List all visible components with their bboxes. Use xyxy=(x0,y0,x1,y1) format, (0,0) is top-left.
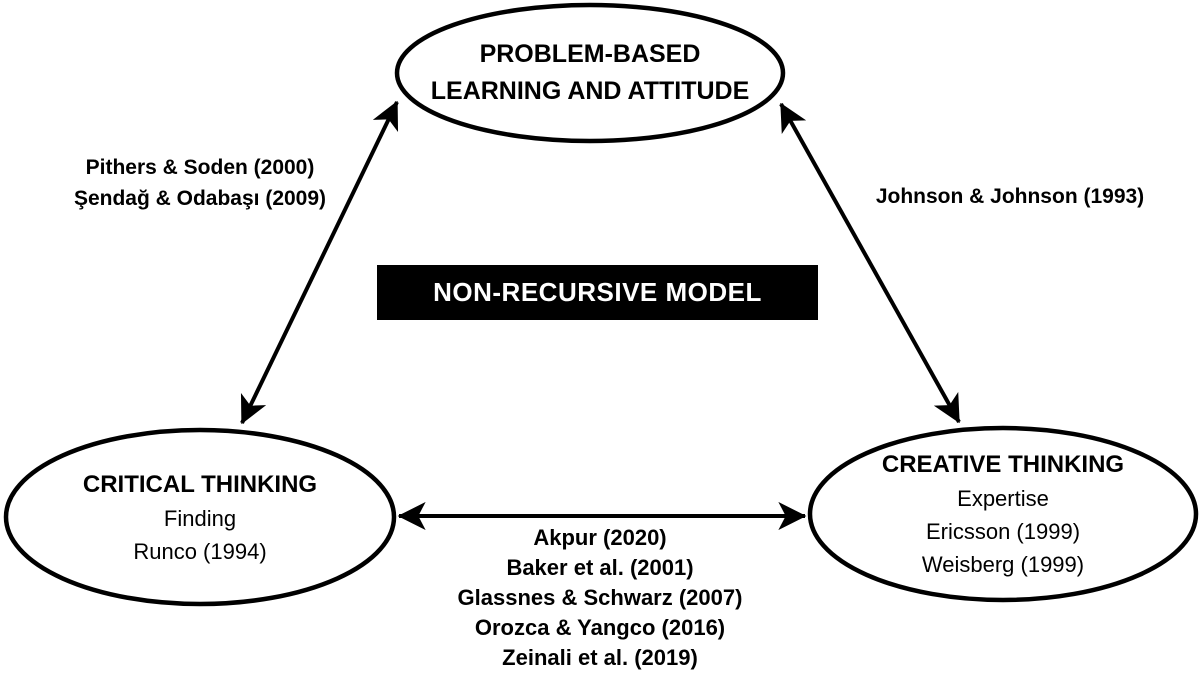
edge-label-bottom: Akpur (2020) Baker et al. (2001) Glassne… xyxy=(400,523,800,673)
edge-label-bottom-line3: Glassnes & Schwarz (2007) xyxy=(457,585,743,610)
edge-label-bottom-line1: Akpur (2020) xyxy=(533,525,667,550)
edge-label-top-left-line1: Pithers & Soden (2000) xyxy=(85,156,315,179)
edge-label-bottom-line2: Baker et al. (2001) xyxy=(506,555,694,580)
creative-thinking-subline: Expertise xyxy=(957,486,1049,511)
arrow-top-to-critical xyxy=(240,100,399,425)
non-recursive-model-box: NON-RECURSIVE MODEL xyxy=(377,265,818,320)
non-recursive-model-label: NON-RECURSIVE MODEL xyxy=(433,277,762,307)
edge-label-top-left-line2: Şendağ & Odabaşı (2009) xyxy=(73,187,327,210)
top-node-ellipse xyxy=(394,2,786,144)
critical-thinking-title: CRITICAL THINKING xyxy=(82,470,318,498)
top-node-label: PROBLEM-BASED LEARNING AND ATTITUDE xyxy=(397,5,783,141)
creative-thinking-citation-2: Weisberg (1999) xyxy=(921,552,1085,577)
arrow-top-to-creative xyxy=(779,102,961,424)
critical-thinking-ellipse xyxy=(3,427,397,607)
creative-thinking-ellipse xyxy=(807,425,1199,603)
edge-label-top-right-line1: Johnson & Johnson (1993) xyxy=(875,185,1145,208)
critical-thinking-citation: Runco (1994) xyxy=(133,538,267,564)
creative-thinking-label: CREATIVE THINKING Expertise Ericsson (19… xyxy=(810,428,1196,600)
critical-thinking-label: CRITICAL THINKING Finding Runco (1994) xyxy=(6,430,394,604)
edge-label-bottom-line4: Orozca & Yangco (2016) xyxy=(474,615,726,640)
edge-label-bottom-line5: Zeinali et al. (2019) xyxy=(502,645,698,670)
creative-thinking-citation-1: Ericsson (1999) xyxy=(925,519,1081,544)
creative-thinking-title: CREATIVE THINKING xyxy=(881,451,1125,478)
top-node-title-line2: LEARNING AND ATTITUDE xyxy=(430,77,750,105)
top-node-title-line1: PROBLEM-BASED xyxy=(479,40,701,68)
critical-thinking-subline: Finding xyxy=(163,505,237,531)
edge-label-top-left: Pithers & Soden (2000) Şendağ & Odabaşı … xyxy=(40,152,360,214)
edge-label-top-right: Johnson & Johnson (1993) xyxy=(850,181,1170,212)
